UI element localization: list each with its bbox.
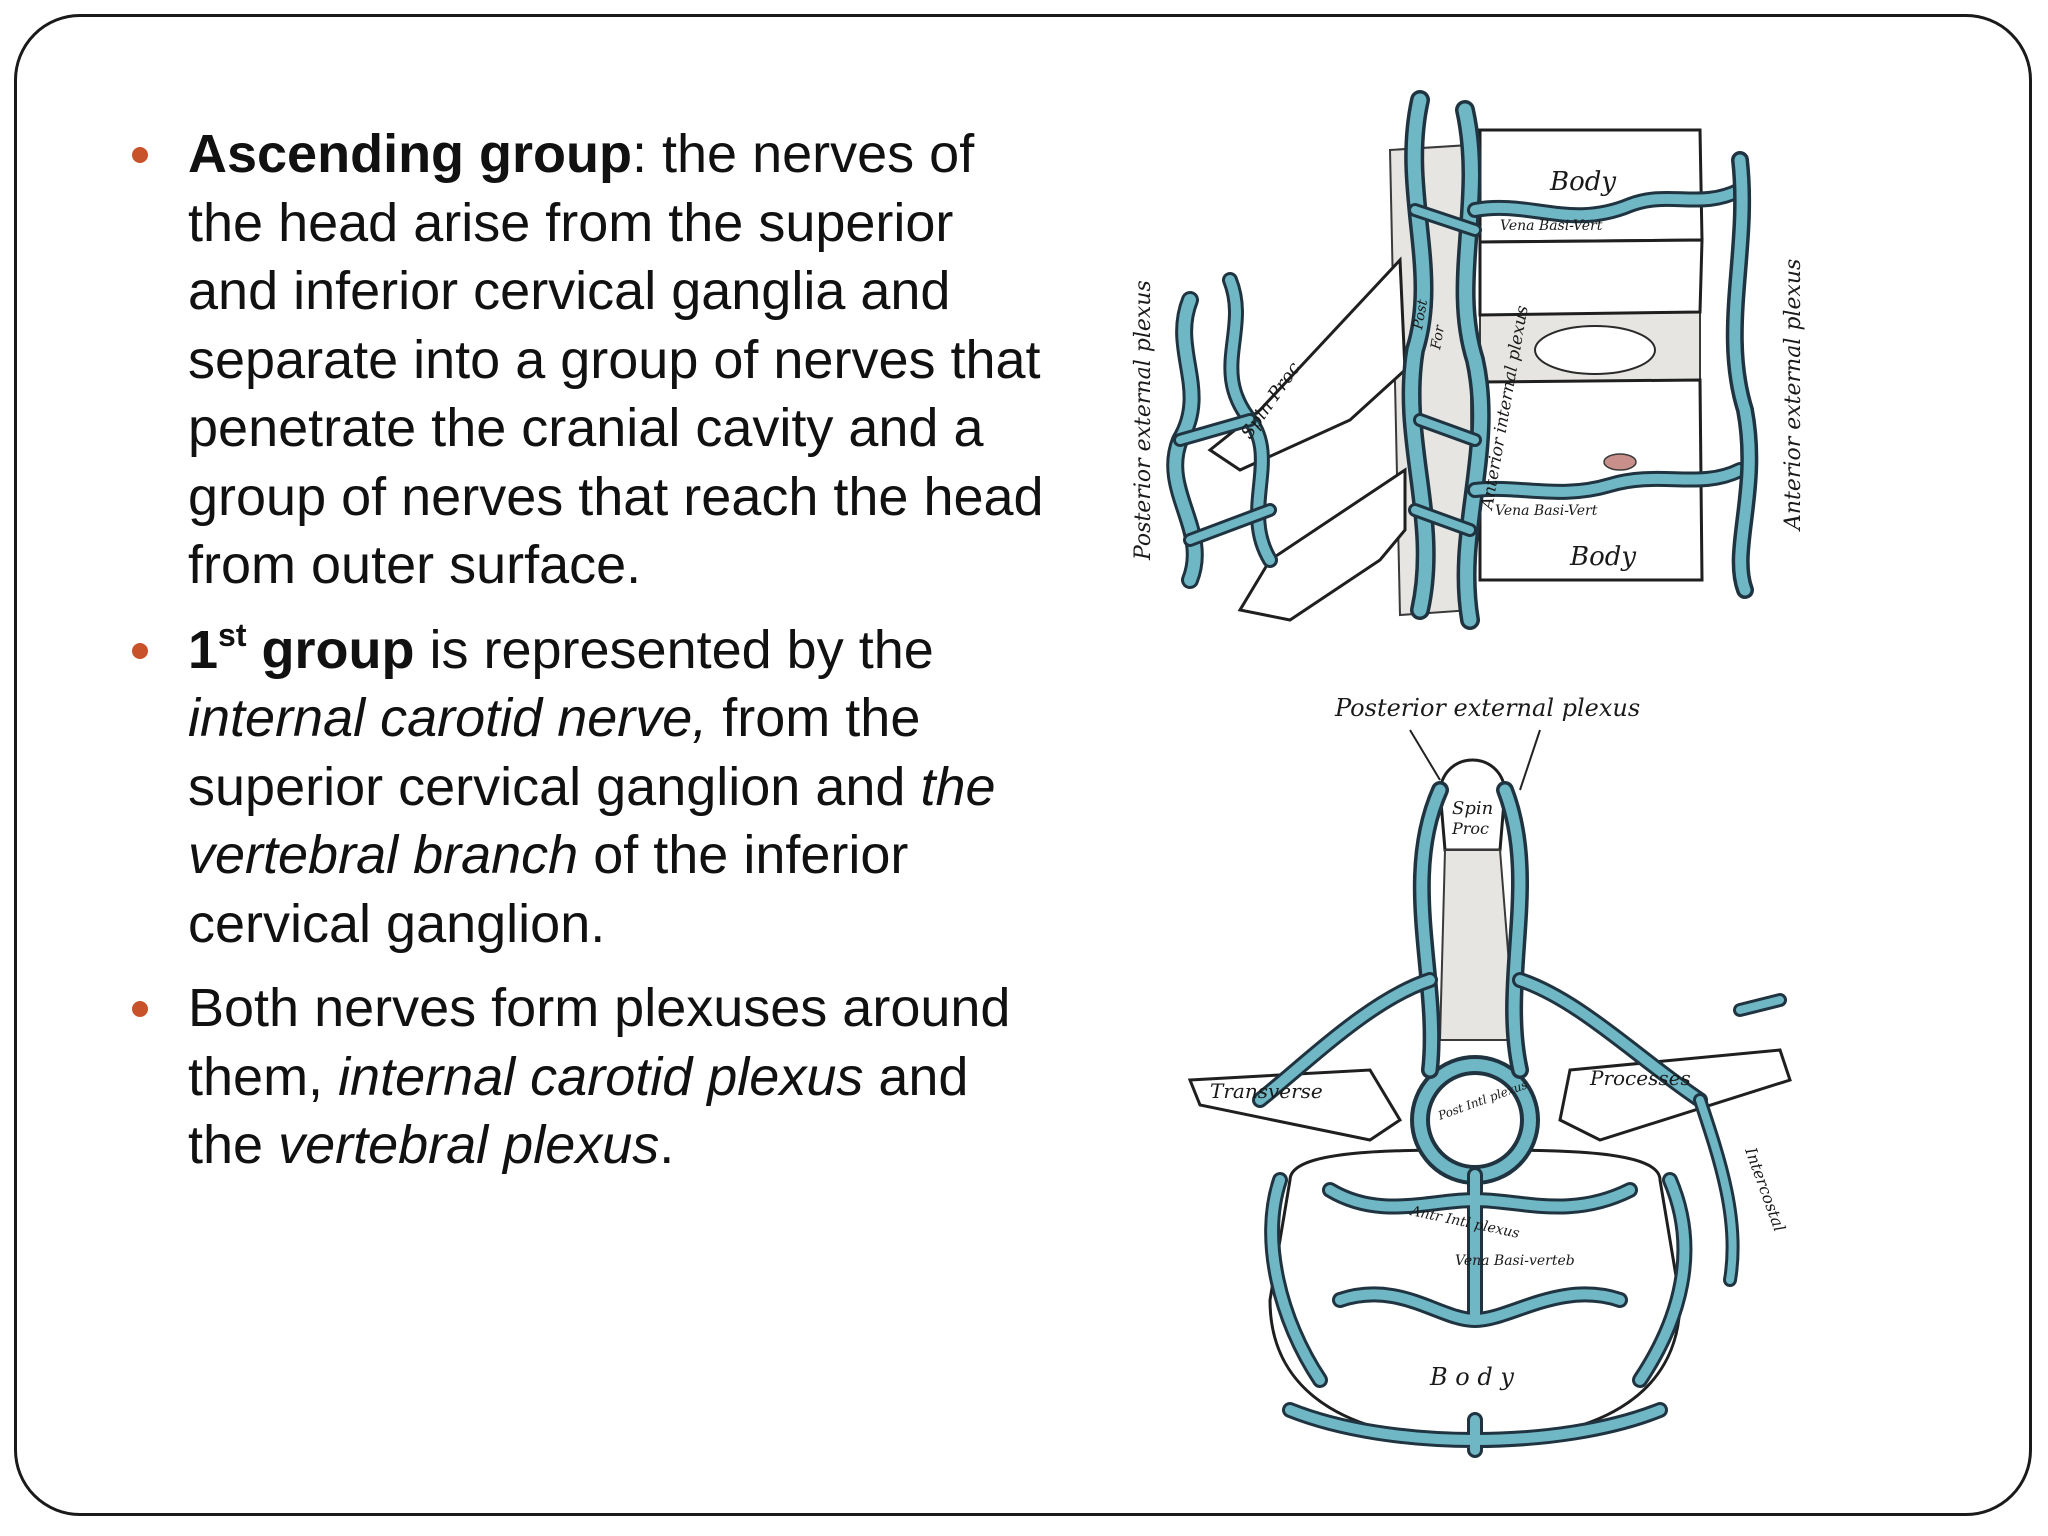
bullet-italic-term: internal carotid nerve, (188, 688, 708, 748)
bullet-dot (132, 147, 148, 163)
vertebral-plexus-transverse-figure: Posterior external plexus Spin Proc Tr (1140, 680, 1830, 1460)
bullet-first-group: 1st group is represented by the internal… (128, 616, 1048, 959)
bullet-text: is represented by the (414, 619, 934, 680)
bullet-text: . (659, 1115, 675, 1175)
bullet-heading: Ascending group (188, 124, 632, 184)
vertebral-plexus-lateral-figure: Posterior external plexus Anterior exter… (1100, 90, 1840, 650)
label-vena-basivertebral-lower: Vena Basi-Vert (1495, 503, 1598, 519)
label-anterior-external-plexus: Anterior external plexus (1781, 259, 1806, 532)
basivertebral-veins (1467, 182, 1748, 500)
label-processes: Processes (1589, 1066, 1691, 1090)
leader-lines (1409, 729, 1541, 791)
posterior-external-plexus (1166, 272, 1278, 589)
transverse-process-right (1558, 1048, 1792, 1142)
lateral-illustration: Posterior external plexus Anterior exter… (1131, 90, 1806, 630)
label-posterior-external-plexus-bottom: Posterior external plexus (1334, 694, 1640, 722)
label-spin: Spin (1452, 798, 1493, 819)
venous-plexus (1252, 781, 1787, 1458)
bullet-italic-term: vertebral plexus (278, 1115, 660, 1175)
label-body-lower: Body (1569, 542, 1636, 572)
transverse-process-left (1187, 1068, 1403, 1142)
bullet-heading-number: 1 (188, 619, 219, 680)
label-vena-basivertebral-upper: Vena Basi-Vert (1500, 218, 1603, 234)
bullet-italic-term: internal carotid plexus (338, 1046, 864, 1107)
label-body: B o d y (1429, 1363, 1514, 1391)
label-posterior: Post (1410, 298, 1431, 332)
bullet-text: Both nerves form plexuses around them, (188, 978, 1011, 1107)
vertebral-bodies (1478, 128, 1704, 582)
anterior-internal-plexus (1401, 90, 1491, 630)
bullet-heading-ordinal: st (218, 616, 247, 653)
lamina (1438, 849, 1517, 1041)
label-intercostal: Intercostal (1741, 1144, 1789, 1234)
label-posterior-external-plexus: Posterior external plexus (1131, 280, 1156, 561)
bullet-text: from the superior cervical ganglion and (188, 688, 921, 817)
label-proc: Proc (1451, 819, 1489, 838)
label-vena-basivertebral: Vena Basi-verteb (1455, 1253, 1575, 1269)
transverse-illustration: Posterior external plexus Spin Proc Tr (1187, 694, 1792, 1458)
bullet-list: Ascending group: the nerves of the head … (128, 120, 1048, 1196)
label-foramen: For (1428, 323, 1448, 352)
bullet-dot (132, 1001, 148, 1017)
bullet-dot (132, 642, 148, 659)
bullet-both-nerves: Both nerves form plexuses around them, i… (128, 974, 1048, 1180)
bullet-text: of the inferior cervical ganglion. (188, 825, 909, 954)
anterior-external-plexus (1725, 151, 1759, 599)
bullet-ascending-group: Ascending group: the nerves of the head … (128, 120, 1048, 600)
bullet-text: : the nerves of the head arise from the … (188, 124, 1044, 595)
label-transverse: Transverse (1210, 1079, 1323, 1103)
bullet-text: and the (188, 1046, 969, 1176)
bullet-italic-term: the vertebral branch (188, 756, 996, 886)
bullet-heading-word: group (246, 619, 415, 680)
label-body-upper: Body (1549, 167, 1616, 197)
